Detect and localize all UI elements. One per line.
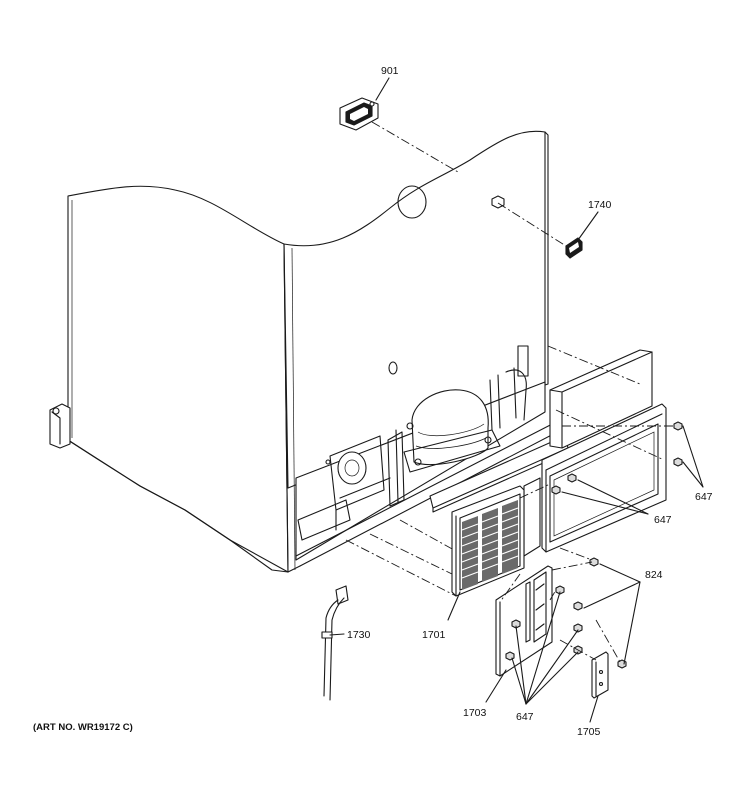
assembly-lines [345,121,674,663]
screw-icon [573,601,583,611]
screw-icon [673,421,683,431]
callout-647-right: 647 [695,491,713,503]
machine-compartment [287,345,566,573]
callout-1705: 1705 [577,726,601,738]
screw-icon [551,485,561,495]
rear-access-cover [523,403,667,557]
screw-icon [567,473,577,483]
grille-1701 [451,485,525,597]
grille-vents [461,500,519,590]
screw-icon [673,457,683,467]
callout-1703: 1703 [463,707,487,719]
callout-647-bottom: 647 [516,711,534,723]
machine-compartment-cover [549,349,653,449]
bracket-1705 [591,651,609,699]
callout-824: 824 [645,569,663,581]
clip-1740 [565,237,583,259]
callout-1740: 1740 [588,199,612,211]
drain-tube-1730 [321,585,349,701]
screws [505,421,683,669]
screw-icon [511,619,521,629]
art-number: (ART NO. WR19172 C) [33,722,133,733]
screw-icon [573,623,583,633]
bracket-901 [339,97,379,131]
callout-labels: 901 1740 647 647 824 1730 1701 1703 647 … [347,65,713,738]
callout-901: 901 [381,65,399,77]
callout-1701: 1701 [422,629,446,641]
callout-647-middle: 647 [654,514,672,526]
screw-icon [555,585,565,595]
callout-1730: 1730 [347,629,371,641]
panel-1703 [495,565,553,677]
leader-lines [329,77,704,723]
